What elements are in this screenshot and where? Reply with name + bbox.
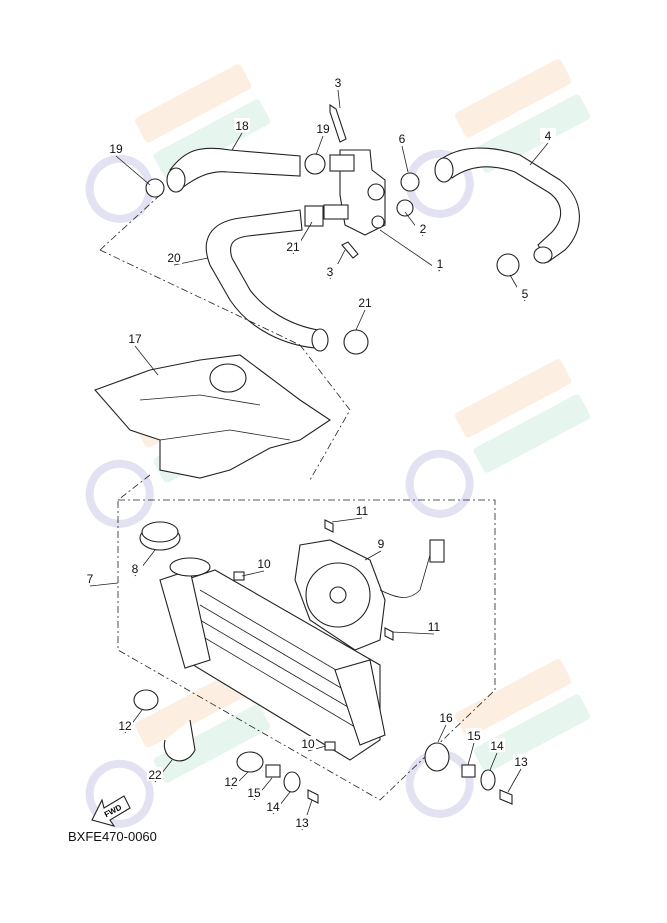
- callout-12: 12: [224, 775, 238, 789]
- hose-4: [434, 147, 580, 264]
- leader-line: [379, 229, 441, 272]
- callout-18: 18: [235, 119, 249, 133]
- leader-line: [231, 132, 243, 151]
- callout-3: 3: [327, 265, 334, 279]
- callout-1: 1: [437, 257, 444, 271]
- hose-20: [205, 209, 329, 352]
- leader-line: [115, 155, 151, 186]
- callout-14: 14: [490, 739, 504, 753]
- callout-21: 21: [358, 296, 372, 310]
- cover-17: [94, 354, 331, 479]
- callout-11: 11: [428, 620, 441, 634]
- leader-line: [507, 768, 522, 793]
- callout-14: 14: [266, 800, 280, 814]
- callout-4: 4: [545, 129, 552, 143]
- watermark-logo: [405, 359, 591, 518]
- callout-12: 12: [118, 719, 132, 733]
- callout-13: 13: [295, 816, 309, 830]
- callout-10: 10: [257, 557, 271, 571]
- leader-line: [529, 142, 549, 166]
- callout-19: 19: [316, 122, 330, 136]
- callout-2: 2: [420, 222, 427, 236]
- leader-line: [467, 742, 475, 766]
- radiator-cap-8: [139, 521, 181, 551]
- leader-line: [391, 631, 435, 635]
- leader-line: [355, 309, 366, 331]
- callout-21: 21: [286, 240, 300, 254]
- leader-line: [364, 550, 382, 561]
- callout-20: 20: [167, 251, 181, 265]
- thermostat-housing-1: [323, 149, 386, 236]
- callout-22: 22: [148, 768, 162, 782]
- watermark-logo: [85, 64, 271, 223]
- fan-9: [294, 539, 445, 651]
- leader-line: [307, 745, 327, 752]
- leader-line: [437, 724, 447, 743]
- callout-9: 9: [378, 537, 385, 551]
- callout-7: 7: [87, 572, 94, 586]
- leader-line: [134, 345, 159, 376]
- leader-line: [489, 752, 498, 771]
- callout-16: 16: [439, 711, 453, 725]
- clamps-top: [145, 103, 520, 355]
- watermarks: [85, 59, 591, 828]
- hose-18: [166, 147, 301, 193]
- callout-10: 10: [301, 737, 315, 751]
- callout-15: 15: [467, 729, 481, 743]
- leader-line: [241, 570, 265, 577]
- callout-5: 5: [522, 287, 529, 301]
- callout-13: 13: [514, 755, 528, 769]
- leader-line: [331, 517, 363, 523]
- callout-15: 15: [247, 786, 261, 800]
- callout-11: 11: [356, 504, 369, 518]
- hose-routing-line: [99, 194, 351, 501]
- watermark-logo: [85, 669, 271, 828]
- small-parts-bottom: [133, 519, 513, 805]
- fwd-arrow-icon: FWD: [91, 795, 131, 827]
- leader-line: [315, 135, 324, 156]
- leader-line: [401, 145, 409, 173]
- diagram-code: BXFE470-0060: [68, 829, 157, 844]
- callout-19: 19: [109, 142, 123, 156]
- radiator: [159, 557, 386, 761]
- callout-6: 6: [399, 132, 406, 146]
- callout-8: 8: [132, 562, 139, 576]
- callout-17: 17: [128, 332, 142, 346]
- leader-line: [337, 89, 341, 109]
- leader-line: [89, 582, 119, 587]
- callout-3: 3: [335, 76, 342, 90]
